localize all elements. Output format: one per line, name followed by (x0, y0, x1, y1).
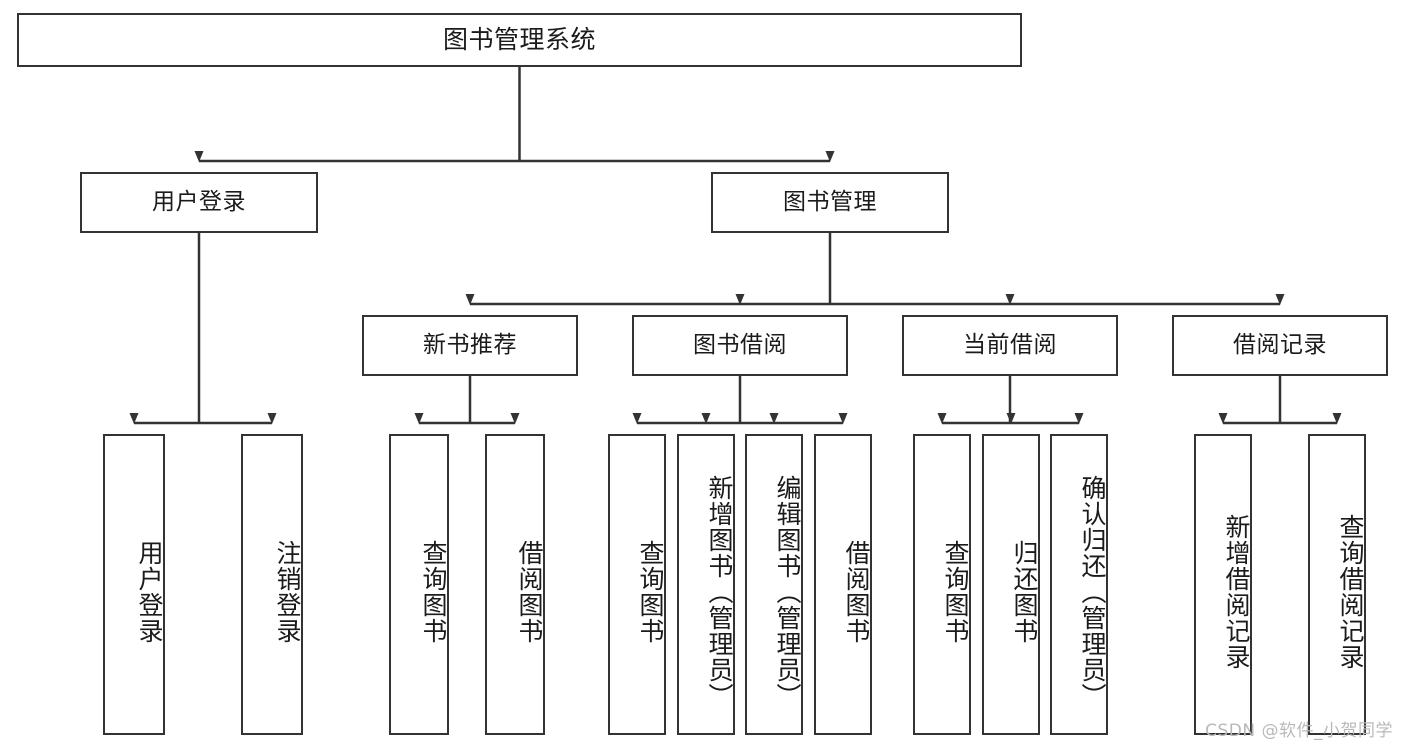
node-records: 借阅记录 (1172, 315, 1388, 376)
node-label: 借阅图书 (515, 539, 544, 644)
node-label: 借阅图书 (842, 539, 871, 644)
node-root: 图书管理系统 (17, 13, 1022, 67)
node-label: 确认归还（管理员） (1078, 474, 1107, 709)
node-label: 注销登录 (273, 539, 302, 644)
node-newbooks: 新书推荐 (362, 315, 578, 376)
node-l10: 归还图书 (982, 434, 1040, 735)
node-l3: 查询图书 (389, 434, 449, 735)
node-label: 归还图书 (1010, 539, 1039, 644)
node-l8: 借阅图书 (814, 434, 872, 735)
node-l5: 查询图书 (608, 434, 666, 735)
node-label: 借阅记录 (1233, 332, 1327, 359)
node-l11: 确认归还（管理员） (1050, 434, 1108, 735)
node-label: 查询图书 (636, 539, 665, 644)
node-label: 新增图书（管理员） (705, 474, 734, 709)
node-label: 新增借阅记录 (1222, 513, 1251, 670)
node-borrow: 图书借阅 (632, 315, 848, 376)
node-l12: 新增借阅记录 (1194, 434, 1252, 735)
node-l13: 查询借阅记录 (1308, 434, 1366, 735)
node-l6: 新增图书（管理员） (677, 434, 735, 735)
node-l4: 借阅图书 (485, 434, 545, 735)
node-label: 用户登录 (152, 189, 246, 216)
node-label: 当前借阅 (963, 332, 1057, 359)
node-l1: 用户登录 (103, 434, 165, 735)
node-current: 当前借阅 (902, 315, 1118, 376)
node-label: 查询图书 (419, 539, 448, 644)
node-login: 用户登录 (80, 172, 318, 233)
node-label: 图书借阅 (693, 332, 787, 359)
node-label: 图书管理 (783, 189, 877, 216)
node-label: 查询图书 (941, 539, 970, 644)
node-l7: 编辑图书（管理员） (745, 434, 803, 735)
node-l9: 查询图书 (913, 434, 971, 735)
node-label: 新书推荐 (423, 332, 517, 359)
node-label: 用户登录 (135, 539, 164, 644)
watermark: CSDN @软件_小贺同学 (1205, 721, 1393, 741)
node-label: 图书管理系统 (442, 25, 596, 55)
node-label: 查询借阅记录 (1336, 513, 1365, 670)
node-bookmgmt: 图书管理 (711, 172, 949, 233)
node-l2: 注销登录 (241, 434, 303, 735)
node-label: 编辑图书（管理员） (773, 474, 802, 709)
